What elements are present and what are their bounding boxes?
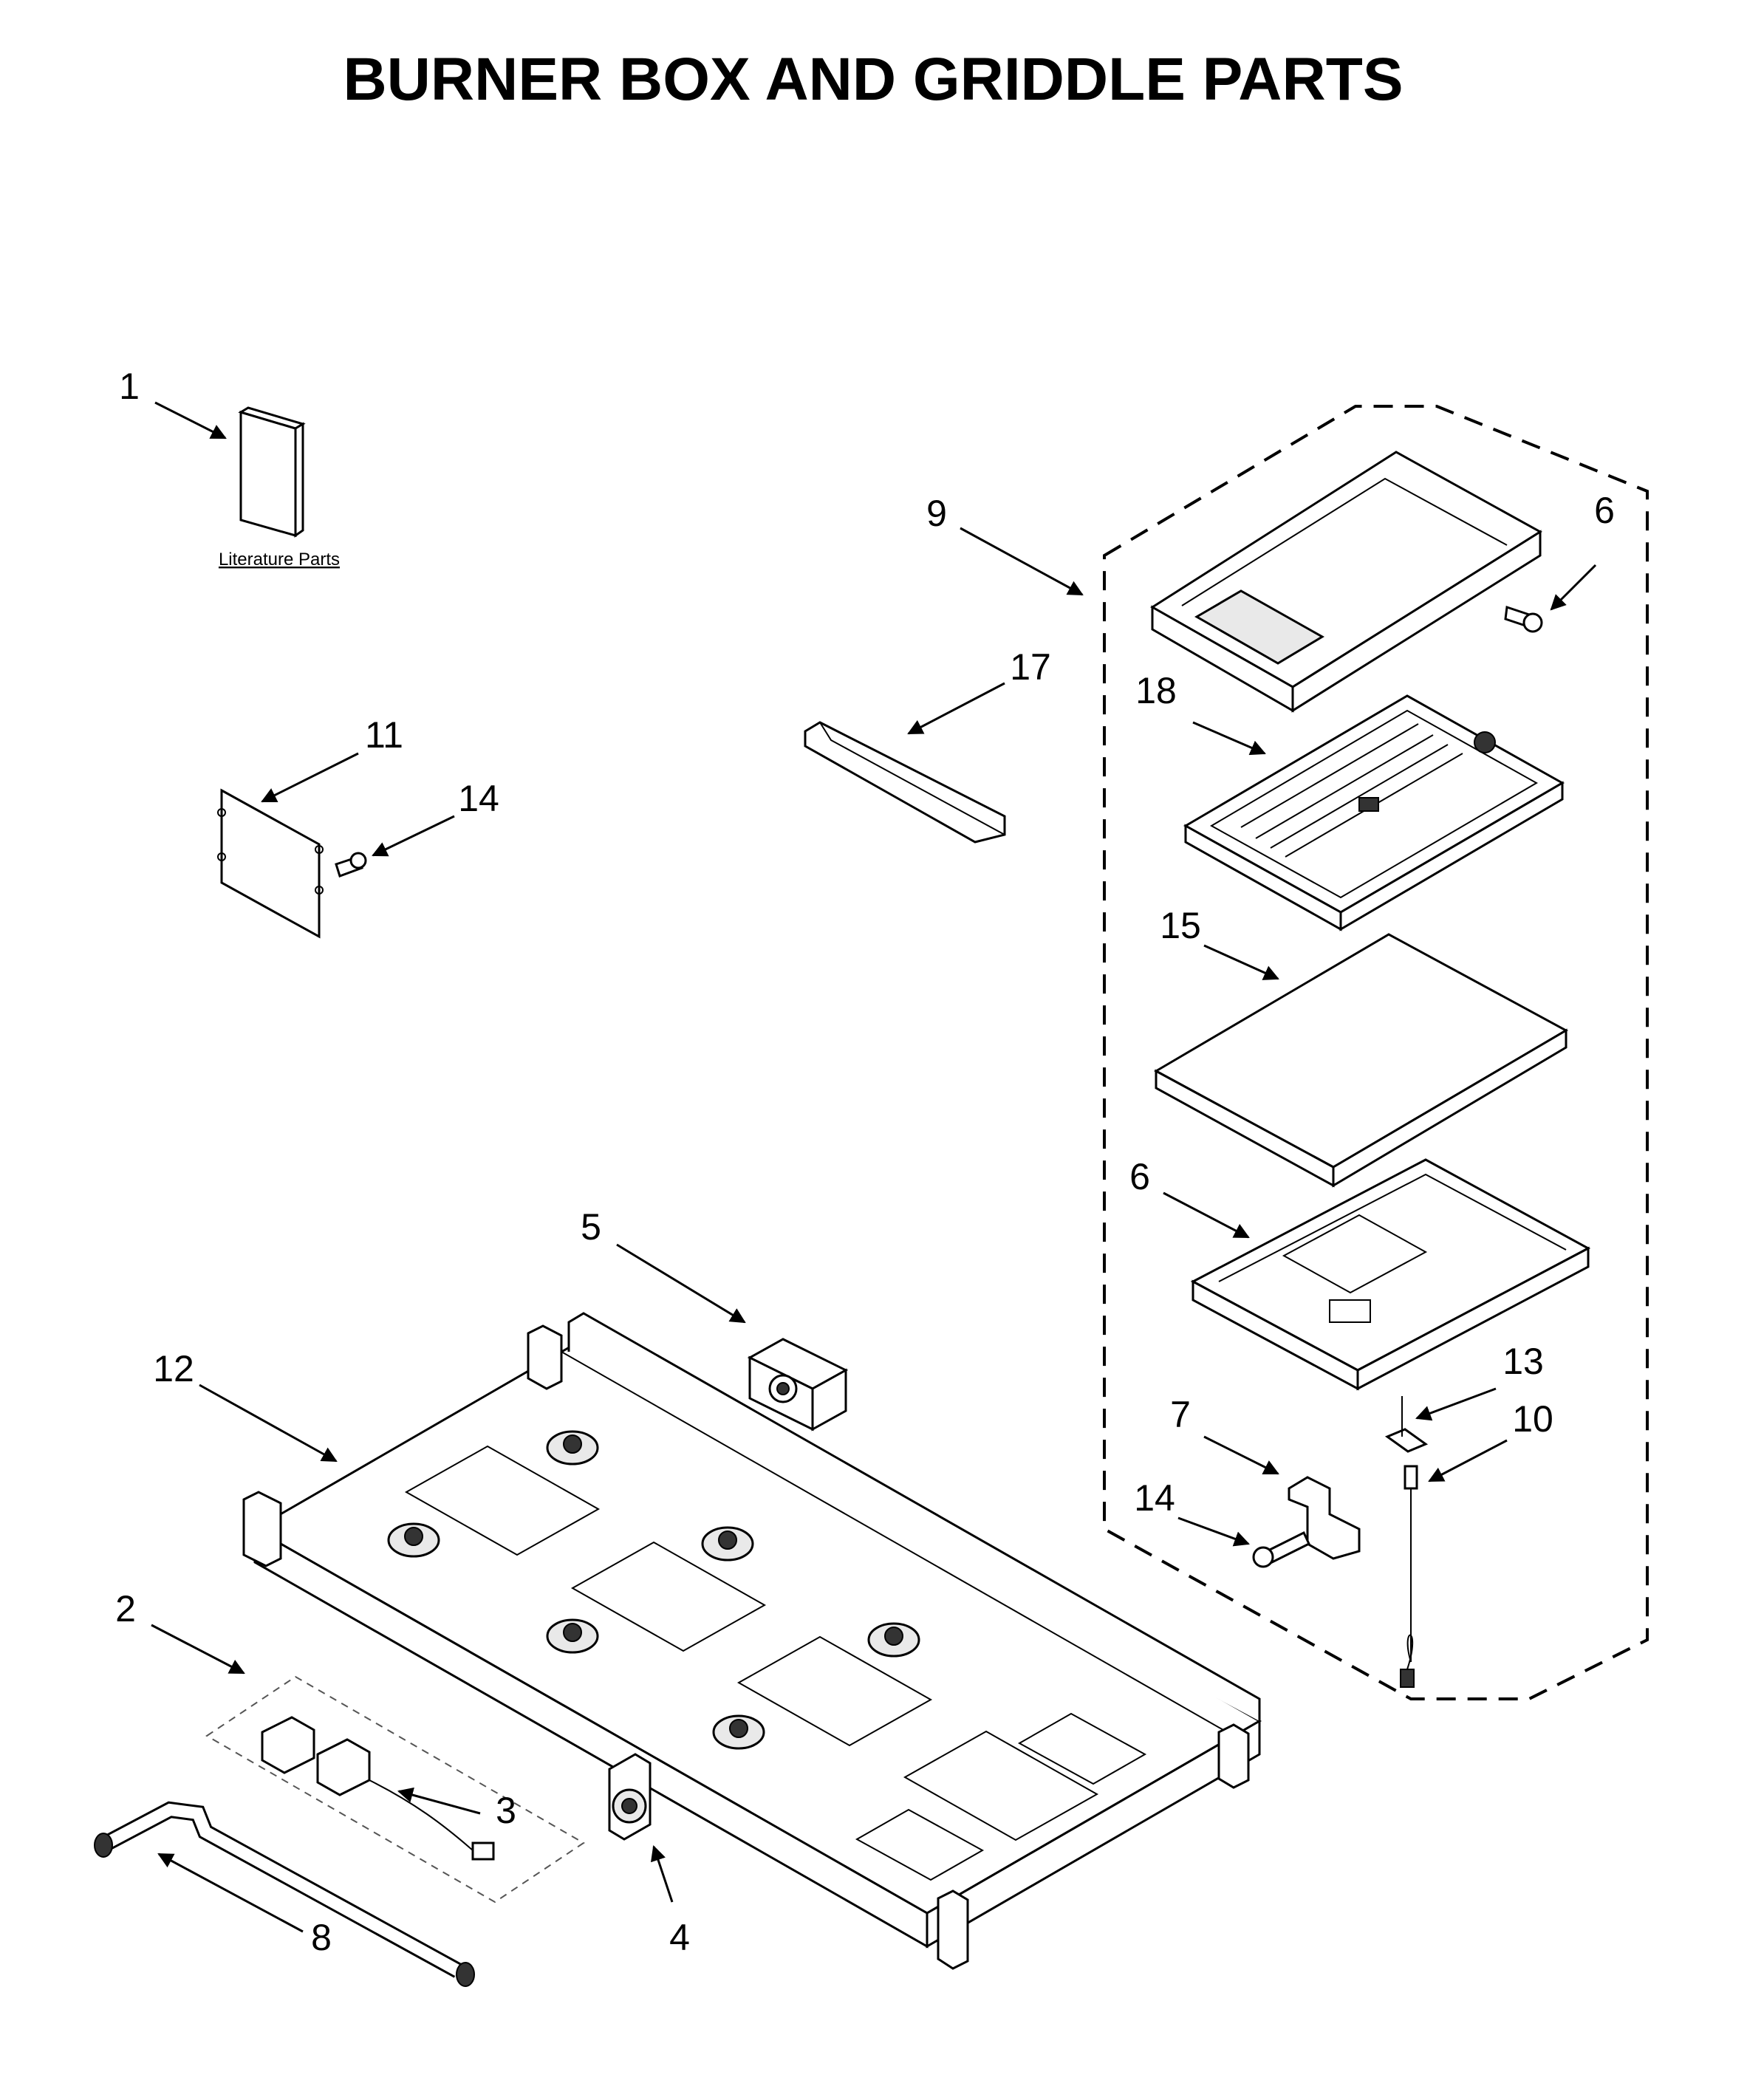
leader-2 (151, 1624, 245, 1675)
screw-upper[interactable] (335, 852, 367, 878)
callout-4[interactable]: 4 (669, 1917, 690, 1958)
leader-9 (960, 527, 1084, 596)
callout-9[interactable]: 9 (926, 493, 947, 534)
literature-parts-label: Literature Parts (219, 550, 340, 570)
callout-13[interactable]: 13 (1502, 1341, 1544, 1382)
leader-14-lower (1177, 1516, 1250, 1547)
leader-12 (199, 1384, 338, 1463)
leader-15 (1203, 944, 1279, 980)
literature-part[interactable] (238, 406, 306, 538)
callout-18[interactable]: 18 (1135, 670, 1177, 711)
grease-tray[interactable] (804, 721, 1006, 844)
griddle-assembly-outline (1103, 405, 1649, 1700)
leader-5 (616, 1243, 746, 1324)
leader-7 (1203, 1435, 1279, 1475)
heating-element-frame[interactable] (1183, 694, 1565, 931)
callout-7[interactable]: 7 (1170, 1394, 1191, 1435)
callout-2[interactable]: 2 (115, 1588, 136, 1629)
leader-14-upper (372, 815, 455, 857)
insulation-pad[interactable] (1153, 933, 1569, 1188)
leader-6-lower (1163, 1191, 1250, 1239)
leader-17 (907, 682, 1005, 735)
cover-panel[interactable] (217, 788, 324, 939)
leader-18 (1192, 721, 1266, 756)
spark-module[interactable] (747, 1338, 849, 1432)
leader-13 (1415, 1387, 1497, 1421)
burner-head-1[interactable] (546, 1430, 599, 1465)
callout-17[interactable]: 17 (1010, 646, 1051, 688)
burner-head-6[interactable] (712, 1714, 765, 1750)
callout-1[interactable]: 1 (119, 366, 140, 407)
temperature-sensor[interactable] (1400, 1465, 1418, 1688)
griddle-plate[interactable] (1150, 451, 1542, 713)
leader-11 (261, 752, 359, 803)
burner-box[interactable] (242, 1312, 1262, 1970)
callout-6-lower[interactable]: 6 (1129, 1156, 1150, 1197)
callout-14-upper[interactable]: 14 (458, 778, 499, 819)
callout-11[interactable]: 11 (365, 714, 403, 756)
callout-12[interactable]: 12 (153, 1348, 194, 1389)
leader-8 (157, 1853, 304, 1933)
callout-3[interactable]: 3 (496, 1790, 516, 1831)
griddle-pan[interactable] (1190, 1158, 1591, 1391)
burner-head-5[interactable] (867, 1622, 920, 1658)
leader-3 (397, 1787, 481, 1815)
pressure-regulator[interactable] (608, 1753, 652, 1841)
burner-head-3[interactable] (701, 1526, 754, 1562)
callout-14-lower[interactable]: 14 (1134, 1477, 1175, 1519)
valve-assembly-outline (205, 1675, 585, 1904)
burner-valves[interactable] (261, 1716, 495, 1861)
screw-lower[interactable] (1252, 1530, 1310, 1568)
callout-8[interactable]: 8 (311, 1917, 332, 1958)
callout-15[interactable]: 15 (1160, 905, 1201, 946)
leader-6-upper (1550, 564, 1597, 611)
leader-4 (651, 1845, 674, 1903)
screw-griddle[interactable] (1504, 605, 1543, 633)
sensor-bracket[interactable] (1384, 1396, 1429, 1453)
mounting-bracket[interactable] (1288, 1476, 1361, 1560)
callout-5[interactable]: 5 (581, 1206, 601, 1248)
burner-head-2[interactable] (387, 1522, 440, 1558)
page-title: BURNER BOX AND GRIDDLE PARTS (343, 46, 1403, 113)
burner-head-4[interactable] (546, 1618, 599, 1654)
callout-10[interactable]: 10 (1512, 1398, 1553, 1440)
leader-1 (154, 401, 227, 440)
gas-manifold-pipe[interactable] (94, 1801, 475, 1987)
callout-6-upper[interactable]: 6 (1594, 490, 1615, 531)
leader-10 (1428, 1439, 1508, 1482)
